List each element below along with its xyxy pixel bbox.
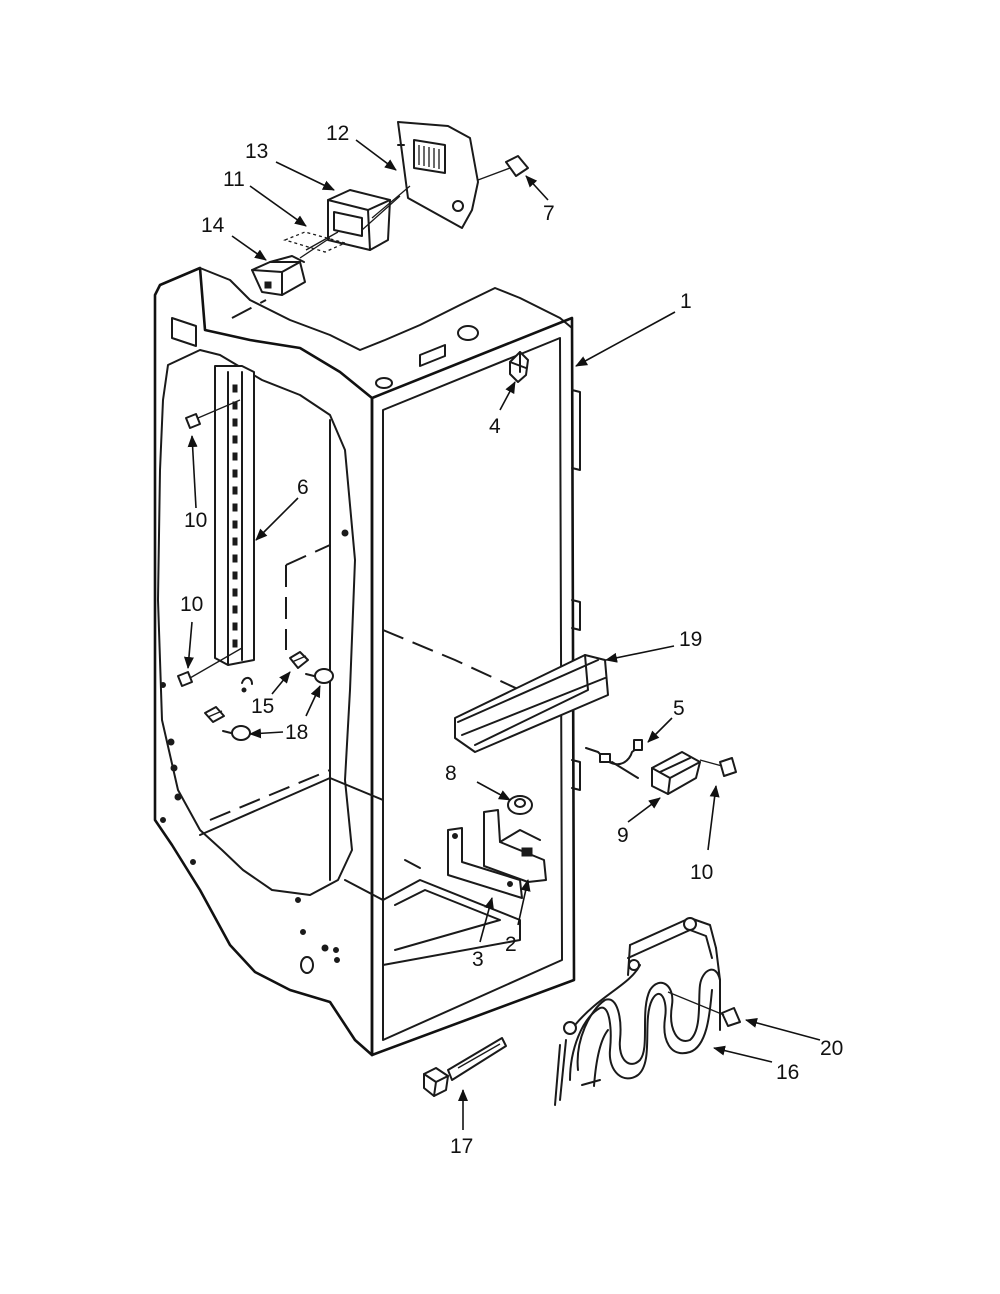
callout-5: 5 <box>673 697 685 720</box>
damper-cover-19 <box>454 654 609 753</box>
wire-connector-5 <box>585 739 643 779</box>
callout-2: 2 <box>505 933 517 956</box>
screw-top-right <box>477 155 529 181</box>
callout-3: 3 <box>472 948 484 971</box>
callout-19: 19 <box>679 628 702 651</box>
callout-11: 11 <box>223 168 245 191</box>
callout-8: 8 <box>445 762 457 785</box>
control-cover-plate <box>397 121 479 229</box>
defrost-heater <box>554 917 721 1106</box>
light-bulb-lower <box>222 725 251 741</box>
callout-17: 17 <box>450 1135 473 1158</box>
callout-13: 13 <box>245 140 268 163</box>
thermostat-control <box>251 255 306 296</box>
nut-8 <box>507 795 533 815</box>
light-shield-clip <box>509 351 529 383</box>
cable-tie <box>423 1037 507 1097</box>
light-socket-lower <box>204 706 225 723</box>
callout-10-lower: 10 <box>180 593 203 616</box>
screw-upper-left <box>185 399 241 429</box>
switch-9 <box>651 751 701 795</box>
bracket-2 <box>483 809 547 883</box>
shelf-ladder <box>214 365 255 666</box>
callout-7: 7 <box>543 202 555 225</box>
leader-lines <box>183 139 821 1130</box>
callout-4: 4 <box>489 415 501 438</box>
light-bulb-upper <box>305 668 334 684</box>
screw-lower-left <box>177 647 243 687</box>
callout-labels: 1 2 3 4 5 6 7 8 9 10 10 10 11 12 13 14 1… <box>180 122 843 1158</box>
callout-20: 20 <box>820 1037 843 1060</box>
callout-1: 1 <box>680 290 692 313</box>
screw-right <box>699 757 737 777</box>
callout-16: 16 <box>776 1061 799 1084</box>
screw-evaporator <box>667 991 741 1027</box>
bracket-3 <box>447 827 523 899</box>
callout-14: 14 <box>201 214 225 237</box>
callout-9: 9 <box>617 824 629 847</box>
light-socket-upper <box>289 651 309 669</box>
callout-18: 18 <box>285 721 308 744</box>
callout-6: 6 <box>297 476 309 499</box>
callout-15: 15 <box>251 695 274 718</box>
callout-10-upper: 10 <box>184 509 207 532</box>
gasket <box>283 231 347 253</box>
cabinet-liner <box>153 266 581 1057</box>
callout-12: 12 <box>326 122 349 145</box>
callout-10-right: 10 <box>690 861 713 884</box>
